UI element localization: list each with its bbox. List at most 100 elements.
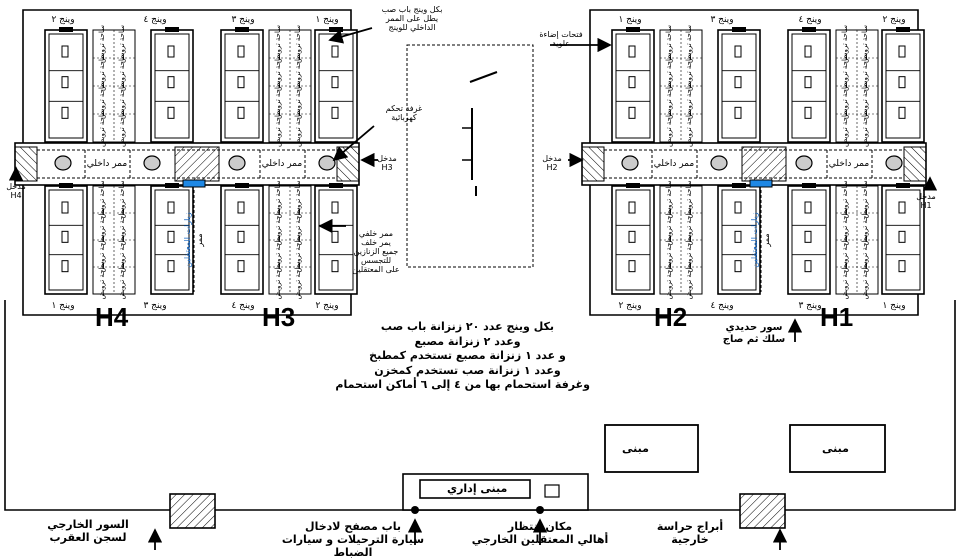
complex-right-bot-wing-a-cell-2 xyxy=(628,230,636,243)
complex-right-bot-wing-a-cell-1 xyxy=(628,201,636,214)
complex-right-bot-wing-d-cell-2 xyxy=(898,230,906,243)
complex-left-bot-yard-a-lbl-b0: ساحة ترويض xyxy=(118,180,126,218)
building-left xyxy=(604,424,699,473)
complex-left-bot-yard-a-lbl-a2: ساحة ترويض xyxy=(98,234,106,272)
complex-right-top-wing-a-door xyxy=(626,27,640,32)
complex-right-bot-wing-c-cell-1 xyxy=(804,201,812,214)
complex-left-top-yard-a-lbl-a0: ساحة ترويض xyxy=(98,25,106,63)
complex-left-bot-wing-b-cell-1 xyxy=(167,201,175,214)
arrow-wing-door xyxy=(328,27,373,44)
complex-left-top-yard-b-lbl-b2: ساحة ترويض xyxy=(294,81,302,119)
complex-left-visits-label: زيارات المعتقلين xyxy=(183,212,192,268)
complex-right-top-wing-b-cell-1 xyxy=(734,45,742,58)
complex-right-corridor-label-right: ممر داخلي xyxy=(829,159,870,169)
complex-right-visits-corridor-label: ممر xyxy=(762,233,771,247)
complex-right-top-yard-a-lbl-b2: ساحة ترويض xyxy=(685,81,693,119)
complex-right-top-wing-a-cell-2 xyxy=(628,76,636,89)
complex-right-bot-wing-a-inner xyxy=(615,189,651,291)
complex-right-corridor-label-left: ممر داخلي xyxy=(654,159,695,169)
complex-right-bot-wing-a-cell-3 xyxy=(628,260,636,273)
complex-left-top-wing-a-inner xyxy=(48,33,84,139)
complex-left-bot-wing-d-inner xyxy=(318,189,354,291)
building-label-left: مبنى xyxy=(622,442,649,455)
complex-right-bot-wing-b-inner xyxy=(721,189,757,291)
complex-right-corridor-oval-4 xyxy=(885,155,903,171)
complex-left-bot-yard-b-lbl-b1: ساحة ترويض xyxy=(294,207,302,245)
complex-left-top-yard-b-lbl-a2: ساحة ترويض xyxy=(274,81,282,119)
complex-right-top-wing-b-cell-2 xyxy=(734,76,742,89)
admin-annex xyxy=(544,484,560,498)
waiting-point xyxy=(536,506,544,514)
complex-left-bot-wing-d-door xyxy=(329,183,343,188)
complex-right-bot-wing-c-cell-3 xyxy=(804,260,812,273)
complex-right-top-yard-a-lbl-a2: ساحة ترويض xyxy=(665,81,673,119)
complex-right-top-wing-b-door xyxy=(732,27,746,32)
complex-right-bot-yard-a-lbl-a3: ساحة ترويض xyxy=(665,261,673,299)
wing-door-note: بكل وينج باب صب يطل على الممر الداخلي لل… xyxy=(381,5,443,32)
complex-left-bot-wing-c-door xyxy=(235,183,249,188)
outer-wall-caption: السور الخارجي لسجن العقرب xyxy=(47,518,129,544)
complex-right-top-wing-a-cell-3 xyxy=(628,106,636,119)
complex-left-bot-yard-b-lbl-a3: ساحة ترويض xyxy=(274,261,282,299)
outer-wall-right xyxy=(785,300,956,511)
complex-left-bot-yard-a-lbl-b3: ساحة ترويض xyxy=(118,261,126,299)
complex-right-top-wing-b-cell-3 xyxy=(734,106,742,119)
complex-left-top-yard-a-lbl-a2: ساحة ترويض xyxy=(98,81,106,119)
complex-right-bot-yard-a-lbl-b3: ساحة ترويض xyxy=(685,261,693,299)
complex-left-bot-wing-b-inner xyxy=(154,189,190,291)
complex-right-top-yard-b-lbl-a2: ساحة ترويض xyxy=(841,81,849,119)
block-label-h1: H1 xyxy=(820,302,854,332)
gate-caption: باب مصفح لادخال سيارة الترحيلات و سيارات… xyxy=(281,520,425,559)
complex-left-wing-bot-label-1: وينج ١ xyxy=(51,301,74,311)
complex-right-bot-wing-a-door xyxy=(626,183,640,188)
complex-right-bot-wing-d-door xyxy=(896,183,910,188)
complex-left-corridor-hatch-mid xyxy=(174,146,220,182)
complex-right-wing-top-label-1: وينج ١ xyxy=(618,15,641,25)
complex-right-top-yard-b-lbl-b0: ساحة ترويض xyxy=(861,25,869,63)
complex-left-top-yard-a-lbl-b3: ساحة ترويض xyxy=(118,109,126,147)
complex-right-top-wing-d-cell-3 xyxy=(898,106,906,119)
complex-left-bot-yard-a-lbl-a0: ساحة ترويض xyxy=(98,180,106,218)
complex-right-wing-bot-label-2: وينج ٤ xyxy=(710,301,733,311)
complex-right-bot-yard-b-lbl-b2: ساحة ترويض xyxy=(861,234,869,272)
complex-left-bot-wing-b-cell-2 xyxy=(167,230,175,243)
summary-line-4: وعدد ١ زنزانة صب تستخدم كمخزن xyxy=(374,363,561,377)
gate-point xyxy=(411,506,419,514)
complex-left-bot-wing-b-cell-3 xyxy=(167,260,175,273)
complex-right-visits-label: زيارات المعتقلين xyxy=(750,212,759,268)
complex-left-top-wing-b-inner xyxy=(154,33,190,139)
block-label-h3: H3 xyxy=(262,302,296,332)
complex-left-top-wing-d-door xyxy=(329,27,343,32)
complex-right-top-yard-a-lbl-a0: ساحة ترويض xyxy=(665,25,673,63)
complex-left-bot-wing-a-door xyxy=(59,183,73,188)
complex-right-wing-bot-label-1: وينج ٢ xyxy=(618,301,641,311)
complex-left-top-wing-c-cell-1 xyxy=(237,45,245,58)
complex-right-top-wing-d-door xyxy=(896,27,910,32)
complex-left-top-wing-c-cell-3 xyxy=(237,106,245,119)
block-label-h4: H4 xyxy=(95,302,129,332)
complex-left-visits-corridor-label: ممر xyxy=(195,233,204,247)
complex-right-top-wing-c-cell-1 xyxy=(804,45,812,58)
complex-left-top-wing-a-cell-3 xyxy=(61,106,69,119)
complex-left-top-yard-a-lbl-b0: ساحة ترويض xyxy=(118,25,126,63)
complex-right-top-yard-a-lbl-a1: ساحة ترويض xyxy=(665,53,673,91)
complex-left-top-yard-b-lbl-a1: ساحة ترويض xyxy=(274,53,282,91)
complex-left-wing-bot-label-2: وينج ٣ xyxy=(143,301,166,311)
complex-right-top-wing-d-cell-2 xyxy=(898,76,906,89)
complex-right-top-yard-b-lbl-a0: ساحة ترويض xyxy=(841,25,849,63)
complex-right-bot-wing-b-cell-3 xyxy=(734,260,742,273)
summary-line-1: بكل وينج عدد ٢٠ زنزانة باب صب xyxy=(380,320,555,333)
summary-line-2: وعدد ٢ زنزانة مصبع xyxy=(414,334,521,348)
waiting-caption: مكان انتظار أهالي المعتقلين الخارجي xyxy=(471,520,609,546)
complex-right-top-wing-d-cell-1 xyxy=(898,45,906,58)
complex-right-bot-yard-b-lbl-b1: ساحة ترويض xyxy=(861,207,869,245)
complex-left-top-wing-d-cell-1 xyxy=(331,45,339,58)
complex-right-bot-yard-b-lbl-b3: ساحة ترويض xyxy=(861,261,869,299)
complex-right-top-wing-c-inner xyxy=(791,33,827,139)
complex-left-bot-wing-d-cell-3 xyxy=(331,260,339,273)
skylights-note: فتحات إضاءة علوية xyxy=(539,30,583,48)
complex-right-top-yard-a-lbl-b1: ساحة ترويض xyxy=(685,53,693,91)
complex-right-bot-yard-a-lbl-a2: ساحة ترويض xyxy=(665,234,673,272)
